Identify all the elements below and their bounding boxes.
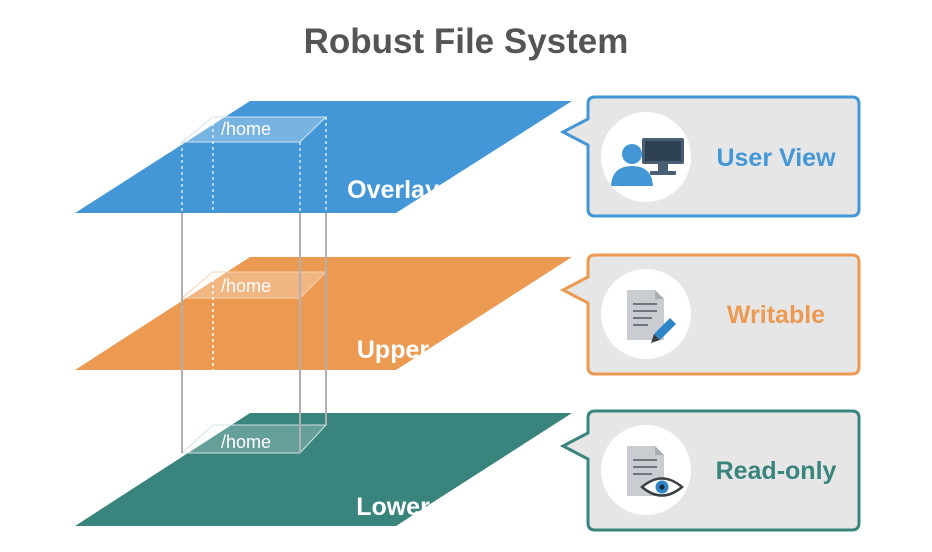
overlay-layer: /home Overlay: [75, 101, 572, 213]
overlay-plane: [75, 101, 572, 213]
lower-label: Lower: [356, 493, 430, 521]
upper-label: Upper: [357, 336, 430, 364]
upper-plane: [75, 257, 572, 370]
document-eye-icon: [627, 446, 684, 497]
upper-layer: /home Upper: [75, 257, 572, 370]
diagram-title: Robust File System: [303, 22, 629, 61]
callout-writable: Writable: [559, 253, 861, 376]
upper-home-label: /home: [221, 276, 271, 296]
callout-read-only-label: Read-only: [716, 457, 837, 485]
user-computer-icon: [611, 138, 684, 186]
overlay-home-label: /home: [221, 119, 271, 139]
callout-writable-label: Writable: [727, 301, 825, 329]
lower-plane: [75, 413, 572, 526]
callout-user-view-label: User View: [716, 144, 836, 172]
document-pencil-icon: [627, 290, 676, 343]
lower-layer: /home Lower: [75, 413, 572, 526]
callout-read-only: Read-only: [559, 409, 861, 532]
overlay-label: Overlay: [347, 176, 439, 204]
lower-home-label: /home: [221, 432, 271, 452]
callout-user-view: User View: [559, 95, 861, 218]
